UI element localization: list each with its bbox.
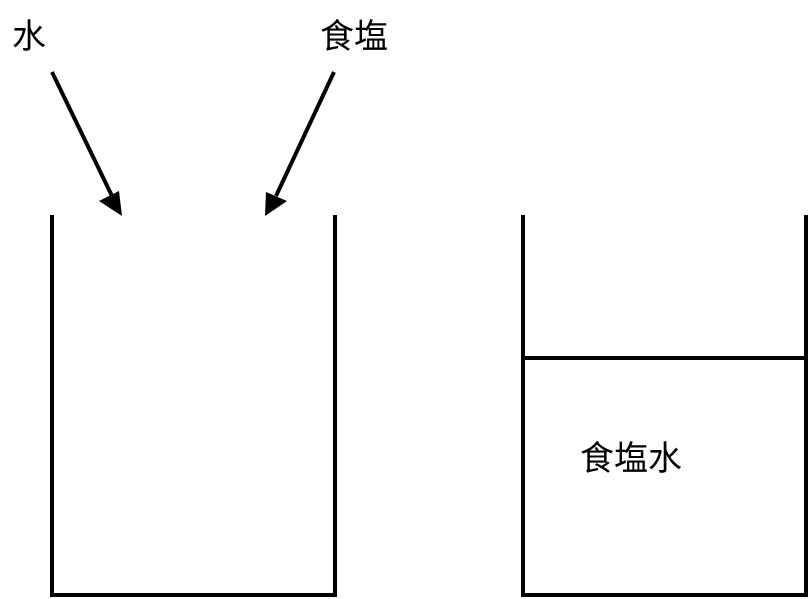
empty-beaker	[50, 215, 337, 597]
saltwater-beaker	[521, 215, 808, 597]
salt-label: 食塩	[320, 17, 388, 57]
salt-arrow	[265, 71, 336, 216]
salt-water-label: 食塩水	[580, 439, 682, 479]
water-arrow	[50, 71, 122, 216]
water-label: 水	[12, 17, 46, 57]
